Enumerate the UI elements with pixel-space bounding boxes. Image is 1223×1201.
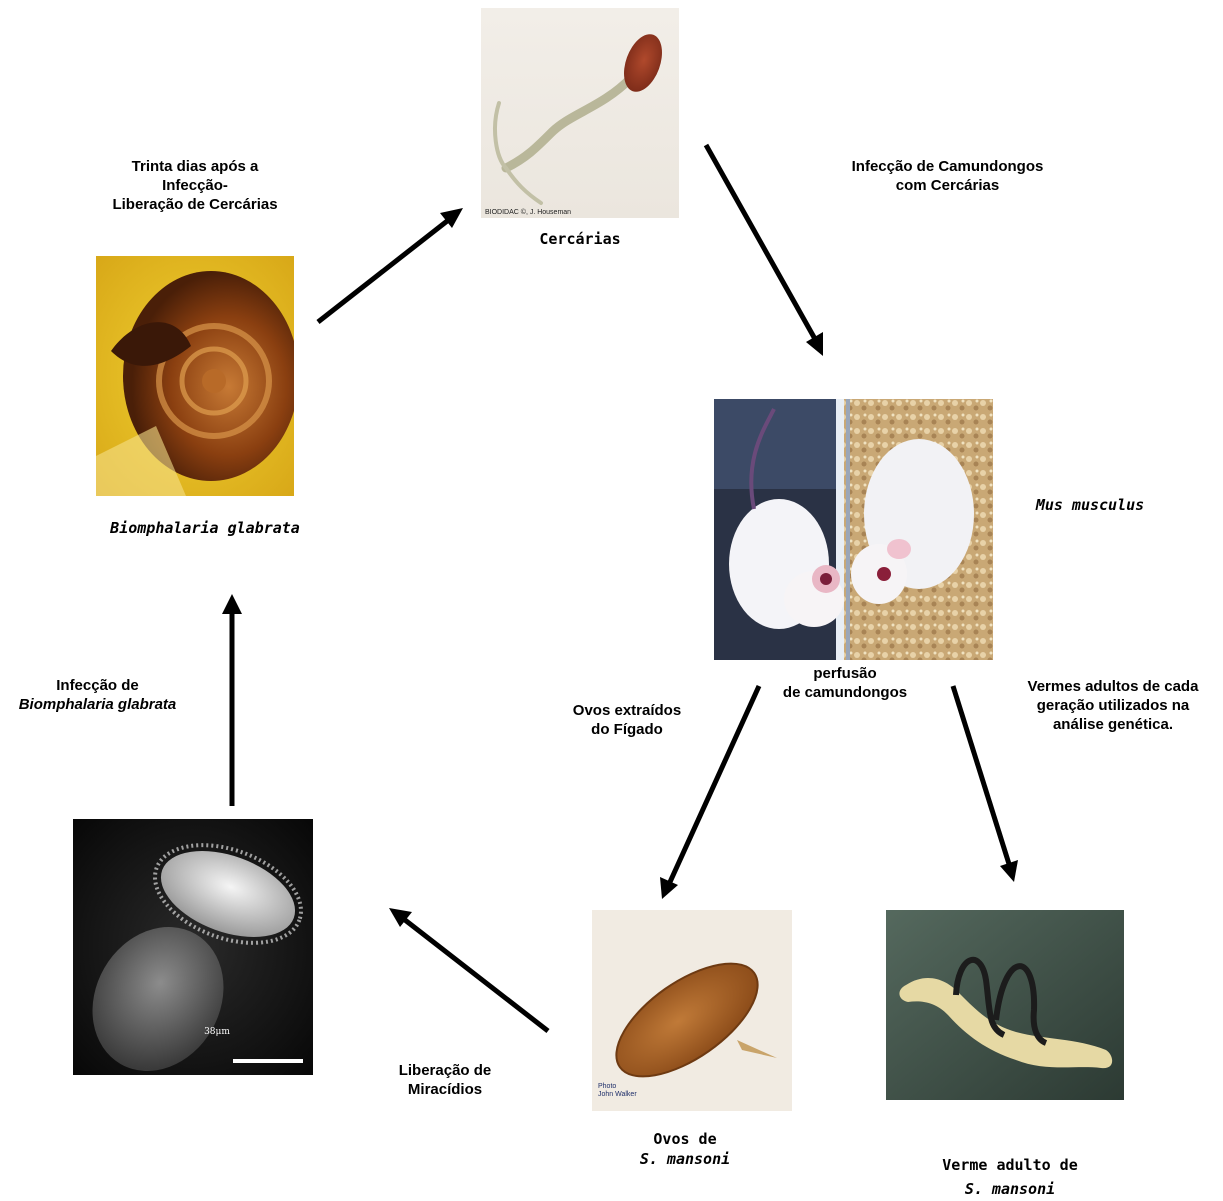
label-eggs-extracted: Ovos extraídos do Fígado xyxy=(552,701,702,739)
species-snail: Biomphalaria glabrata xyxy=(70,518,340,538)
species-eggs: Ovos de S. mansoni xyxy=(600,1129,770,1169)
label-snail-infection: Infecção de Biomphalaria glabrata xyxy=(0,676,195,714)
label-cercarias-release: Trinta dias após a Infecção- Liberação d… xyxy=(70,157,320,214)
arrowhead-mice-to-worms xyxy=(1000,860,1018,882)
arrow-cercarias-to-mice xyxy=(706,145,815,339)
label-perfusion: perfusão de camundongos xyxy=(765,664,925,702)
arrowhead-miracidia-to-snail xyxy=(222,594,242,614)
species-mouse: Mus musculus xyxy=(1010,495,1170,515)
label-mice-infection: Infecção de Camundongos com Cercárias xyxy=(820,157,1075,195)
arrow-snail-to-cercarias xyxy=(318,218,451,322)
species-adult-worm: Verme adulto de S. mansoni xyxy=(905,1153,1115,1201)
species-cercarias: Cercárias xyxy=(505,229,655,249)
arrow-eggs-to-miracidia xyxy=(405,920,548,1031)
label-adult-worms: Vermes adultos de cada geração utilizado… xyxy=(1008,677,1218,734)
arrow-mice-to-worms xyxy=(953,686,1009,864)
label-miracidia-release: Liberação de Miracídios xyxy=(375,1061,515,1099)
